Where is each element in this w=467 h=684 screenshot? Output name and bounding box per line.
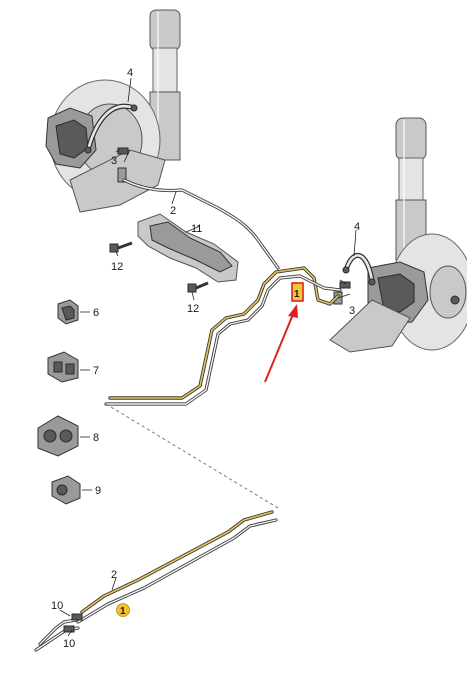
label-11: 11: [191, 223, 202, 235]
brake-pipe-2-companion: [104, 274, 342, 406]
label-4-right: 4: [354, 221, 360, 233]
dashed-connection: [105, 403, 279, 509]
left-pipe-union-icon: [117, 167, 127, 183]
label-10-top: 10: [51, 600, 63, 612]
leader-lines: [59, 77, 357, 637]
left-wheel-assembly: [45, 9, 181, 213]
label-2-upper: 2: [170, 205, 176, 217]
part-1-badge[interactable]: 1: [116, 603, 130, 618]
highlight-label-1: 1: [294, 289, 300, 300]
left-brake-caliper-icon: [45, 107, 97, 169]
left-hose-clip-icon: [117, 147, 129, 155]
brake-pipe-2-upper: [122, 178, 280, 270]
bolt-icon-right: [187, 281, 209, 293]
label-10-bottom: 10: [63, 638, 75, 650]
pipe-clip-icon-8: [37, 415, 79, 457]
highlight-box[interactable]: [291, 282, 304, 302]
label-12-right: 12: [187, 303, 199, 315]
brake-pipe-1-upper[interactable]: [108, 266, 340, 400]
right-brake-hose-icon: [342, 252, 376, 286]
label-2-lower: 2: [111, 569, 117, 581]
label-3-right: 3: [349, 305, 355, 317]
brake-pipe-2-lower: [76, 518, 278, 624]
label-8: 8: [93, 432, 99, 444]
label-7: 7: [93, 365, 99, 377]
part-labels: 4 3 2 11 12 12 4 3 6 7 8 9 2 10 10: [51, 67, 360, 650]
pipe-clip-icon-7: [47, 351, 79, 383]
label-6: 6: [93, 307, 99, 319]
pipe-end-fitting-icon: [34, 613, 83, 652]
label-9: 9: [95, 485, 101, 497]
pipe-clip-icon-9: [51, 475, 81, 505]
left-brake-hose-icon: [84, 103, 138, 154]
right-wheel-assembly: [329, 117, 467, 353]
bolt-icon-left: [109, 241, 133, 253]
label-12-left: 12: [111, 261, 123, 273]
label-4-left: 4: [127, 67, 133, 79]
bracket-icon: [137, 213, 239, 283]
part-1-badge-label: 1: [120, 606, 126, 617]
right-knuckle: [329, 299, 411, 353]
pipe-clip-icon-6: [57, 299, 79, 325]
label-3-left: 3: [111, 155, 117, 167]
right-hose-clip-icon: [339, 281, 351, 289]
brake-pipe-1-lower[interactable]: [80, 510, 274, 614]
red-arrow-icon: [264, 304, 298, 383]
